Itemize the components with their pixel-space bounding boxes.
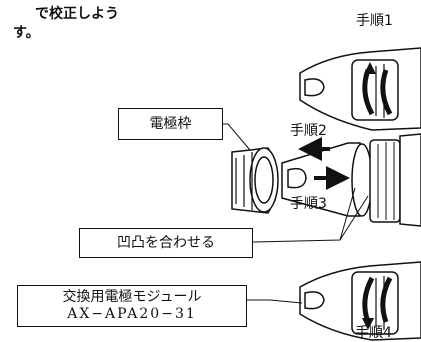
step3-label: 手順3	[290, 196, 327, 212]
electrode-frame-label: 電極枠	[118, 108, 223, 140]
step4-label: 手順4	[355, 325, 392, 341]
arrow-head-bottom	[362, 318, 374, 330]
step1-label: 手順1	[356, 13, 393, 29]
arrow-head-top	[364, 62, 376, 74]
electrode-frame-cap	[231, 147, 279, 214]
align-bumps-label: 凹凸を合わせる	[79, 228, 253, 258]
intro-text-line2: す。	[13, 25, 40, 41]
electrode-top	[299, 47, 421, 131]
replacement-module-label: 交換用電極モジュール AX−APA20−31	[17, 285, 247, 327]
replacement-module-name: 交換用電極モジュール	[62, 289, 202, 305]
replacement-module-model: AX−APA20−31	[67, 306, 197, 322]
step2-label: 手順2	[290, 123, 327, 139]
align-bumps-text: 凹凸を合わせる	[117, 234, 215, 251]
intro-text-line1: で校正しよう	[35, 6, 119, 22]
electrode-frame-text: 電極枠	[149, 115, 192, 132]
leader-lines	[222, 123, 369, 304]
electrode-body-middle	[369, 133, 421, 227]
